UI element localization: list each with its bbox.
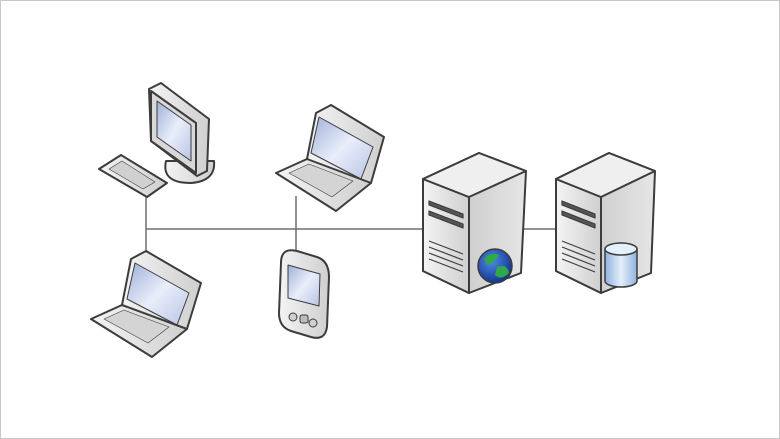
pda-icon <box>278 249 330 339</box>
laptop-icon <box>90 250 202 358</box>
database-icon <box>604 242 638 288</box>
laptop-icon <box>275 104 385 212</box>
database-server-icon <box>555 152 656 294</box>
desktop-computer-icon <box>98 82 216 198</box>
globe-icon <box>477 248 513 284</box>
web-server-icon <box>422 152 527 294</box>
